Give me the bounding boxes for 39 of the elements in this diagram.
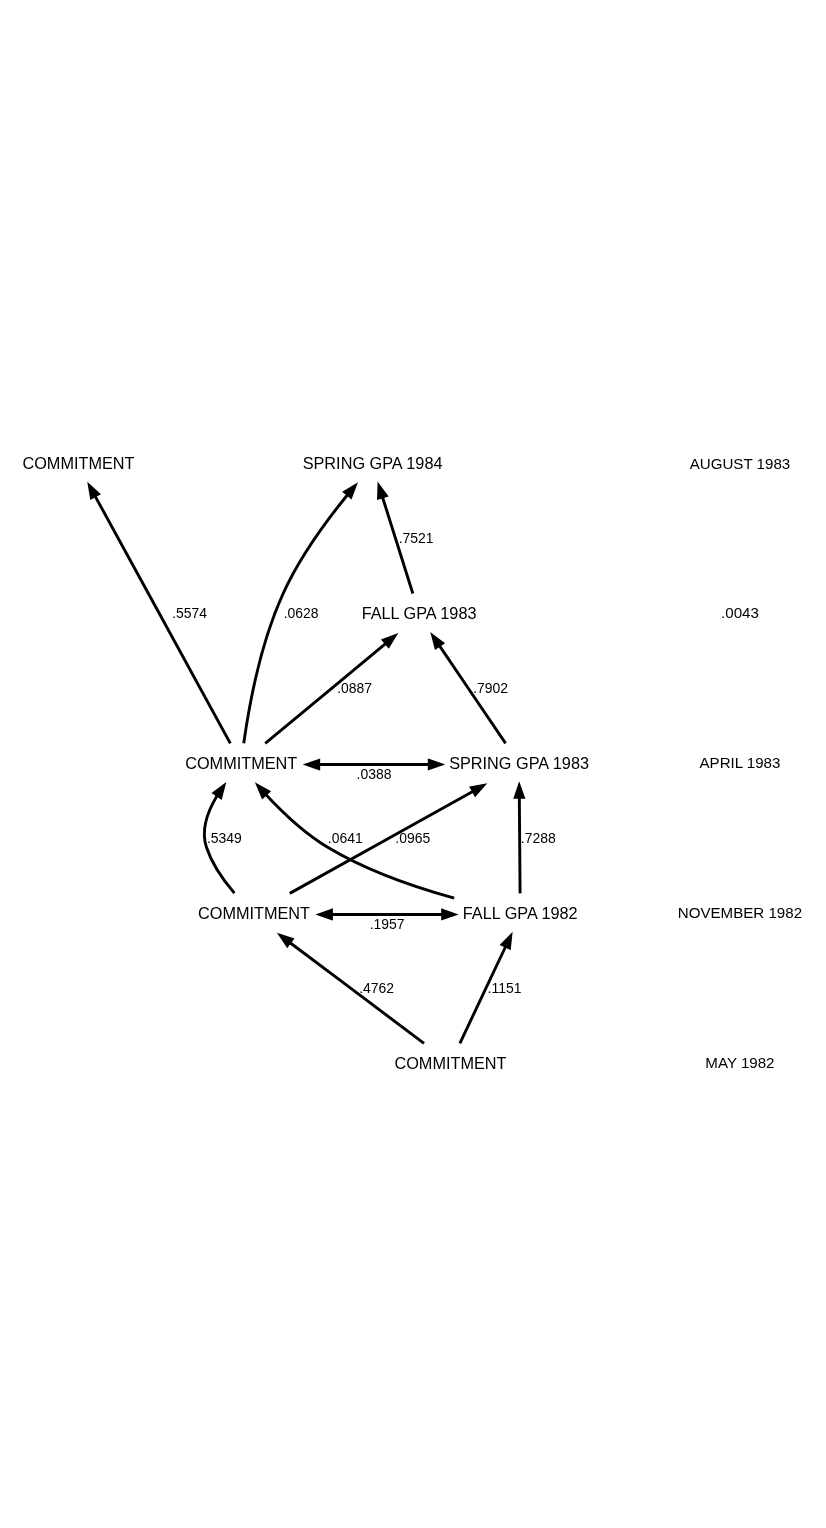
edge-label: .7288 — [520, 829, 556, 846]
arrow — [289, 782, 488, 895]
node-text: FALL GPA 1982 — [462, 903, 578, 922]
arrow — [430, 631, 507, 744]
node-text: COMMITMENT — [198, 903, 311, 922]
edge-label: .5574 — [172, 604, 207, 621]
edge-label: .0965 — [395, 829, 431, 846]
arrow — [242, 481, 358, 743]
label: NOVEMBER 1982 — [677, 903, 803, 921]
arrow — [87, 481, 232, 744]
edge-label: .0388 — [356, 765, 392, 782]
arrow — [458, 931, 513, 1044]
arrow — [276, 932, 425, 1044]
edge-label: .0641 — [327, 829, 363, 846]
arrow — [315, 907, 459, 921]
label: APRIL 1983 — [699, 753, 781, 771]
edge-label: .0628 — [283, 604, 319, 621]
arrow — [264, 632, 399, 745]
edge-label: .1151 — [487, 979, 522, 996]
edge-label: .7902 — [473, 679, 509, 696]
edge-label: .0887 — [337, 679, 373, 696]
arrow — [513, 780, 526, 893]
node-text: COMMITMENT — [185, 753, 298, 772]
arrow — [254, 781, 455, 900]
label: .0043 — [721, 603, 759, 621]
edge-label: .5349 — [206, 829, 242, 846]
node-text: FALL GPA 1983 — [361, 603, 477, 622]
node-text: SPRING GPA 1983 — [449, 753, 589, 772]
edge-label: .7521 — [398, 529, 434, 546]
node-text: SPRING GPA 1984 — [302, 453, 443, 472]
arrow — [302, 757, 446, 771]
arrow — [377, 481, 415, 594]
edge-label: .4762 — [359, 979, 395, 996]
edge-label: .1957 — [369, 915, 405, 932]
arrow — [202, 781, 236, 894]
node-text: COMMITMENT — [394, 1053, 507, 1072]
node-text: COMMITMENT — [22, 453, 135, 472]
label: AUGUST 1983 — [689, 454, 791, 472]
label: MAY 1982 — [705, 1053, 775, 1071]
